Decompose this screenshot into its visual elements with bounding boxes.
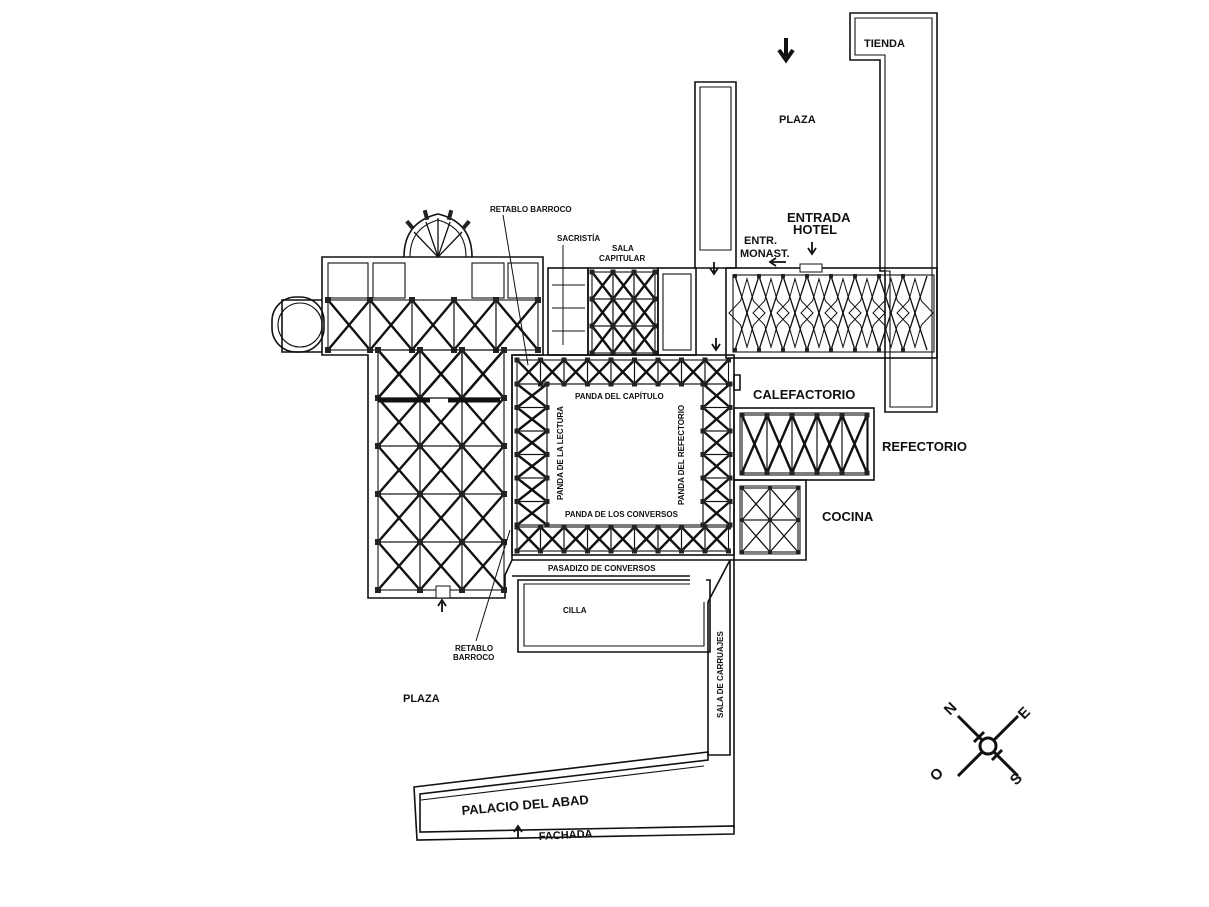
label-entr-monast-2: MONAST. <box>740 248 790 260</box>
label-panda-refectorio: PANDA DEL REFECTORIO <box>677 405 686 505</box>
label-refectorio: REFECTORIO <box>882 439 967 454</box>
chapter-house <box>587 267 659 356</box>
label-sala-capitular-2: CAPITULAR <box>599 254 645 263</box>
label-sala-capitular-1: SALA <box>612 244 634 253</box>
cocina <box>733 479 807 561</box>
label-cocina: COCINA <box>822 509 874 524</box>
sala-carruajes <box>707 559 735 828</box>
label-sacristia: SACRISTÍA <box>557 234 600 243</box>
label-pasadizo-conversos: PASADIZO DE CONVERSOS <box>548 564 656 573</box>
label-panda-lectura: PANDA DE LA LECTURA <box>556 406 565 500</box>
label-plaza-north: PLAZA <box>779 114 816 126</box>
label-retablo-barroco-bottom-1: RETABLO <box>455 644 493 653</box>
label-plaza-south: PLAZA <box>403 693 440 705</box>
label-retablo-barroco-top: RETABLO BARROCO <box>490 205 572 214</box>
label-cilla: CILLA <box>563 606 587 615</box>
church-vault-ribs <box>325 297 541 593</box>
label-retablo-barroco-bottom-2: BARROCO <box>453 653 494 662</box>
label-fachada: FACHADA <box>539 828 593 843</box>
label-entrada-hotel-2: HOTEL <box>793 222 837 237</box>
tienda-wing <box>849 12 938 413</box>
label-entrada-hotel-1: ENTRADA <box>787 210 851 225</box>
main-cloister <box>511 354 735 556</box>
arrow-icon <box>709 262 719 276</box>
east-cloister-gallery <box>725 263 938 359</box>
label-calefactorio: CALEFACTORIO <box>753 387 855 402</box>
entry-arrows <box>437 38 817 838</box>
pasadizo-conversos <box>512 559 730 577</box>
label-entr-monast-1: ENTR. <box>744 235 777 247</box>
apse-buttresses <box>405 209 471 231</box>
arrow-icon <box>768 257 786 267</box>
label-sala-carruajes: SALA DE CARRUAJES <box>716 631 725 718</box>
cilla <box>517 576 711 653</box>
refectorio <box>733 407 875 481</box>
calefactorio <box>733 374 741 391</box>
chevet-chapels <box>327 262 539 299</box>
arrow-icon <box>807 242 817 256</box>
arrow-icon <box>513 824 523 838</box>
palacio-abad <box>413 751 735 841</box>
label-panda-conversos: PANDA DE LOS CONVERSOS <box>565 510 679 519</box>
arrow-icon <box>437 598 447 612</box>
label-tienda: TIENDA <box>864 38 905 50</box>
label-panda-capitulo: PANDA DEL CAPÍTULO <box>575 392 664 401</box>
arrow-icon <box>777 38 795 64</box>
apse-radial-ribs <box>413 218 463 258</box>
arrow-icon <box>711 338 721 352</box>
